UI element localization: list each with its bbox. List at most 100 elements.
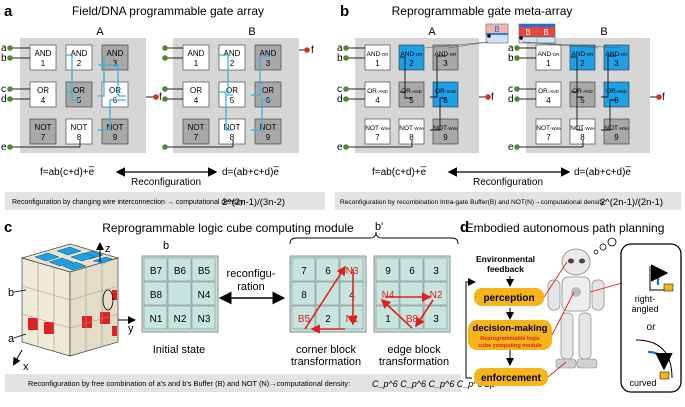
svg-text:B: B	[525, 28, 530, 37]
panel-d: d Embodied autonomous path planning Envi…	[460, 219, 682, 393]
grid-cell	[291, 281, 316, 306]
gate-number: 4	[194, 96, 199, 105]
svg-text:B: B	[494, 25, 499, 34]
grid-cell-label: 9	[385, 266, 391, 277]
gate-number: 9	[266, 133, 271, 142]
decision-box	[468, 320, 552, 350]
gate-gatesA1-6: OR6	[101, 81, 129, 108]
gate-number: 9	[443, 133, 448, 142]
reconfig-label-c-2: ration	[237, 281, 265, 293]
gate-type: AND	[188, 49, 205, 58]
svg-text:e: e	[1, 142, 7, 153]
gate-number: 1	[546, 59, 551, 68]
gate-number: 2	[580, 59, 585, 68]
flow-arrows	[465, 276, 514, 379]
input-dots-b	[343, 45, 662, 150]
gate-number: 8	[580, 133, 585, 142]
panel-c-title: Reprogrammable logic cube computing modu…	[102, 221, 354, 235]
panel-letter-b: b	[340, 3, 349, 20]
formula-a: f=ab(c+d)+e̅	[40, 166, 95, 178]
panel-b: b Reprogrammable gate meta-array A B AND…	[335, 3, 681, 210]
meta-gate-grid-b: AND-OR1AND-OR2AND-OR3OR-AND4OR-AND5OR-AN…	[535, 44, 630, 145]
svg-text:a: a	[508, 43, 514, 54]
gate-type: OR	[190, 86, 202, 95]
gate-type: OR-AND	[401, 88, 422, 95]
grid-cell	[167, 281, 192, 306]
gate-type: OR	[73, 86, 85, 95]
svg-text:d: d	[508, 94, 514, 105]
caption-bar-b	[335, 192, 681, 210]
axis-x: x	[23, 361, 29, 373]
grid-cell-label: B7	[150, 266, 163, 277]
svg-text:c: c	[508, 84, 513, 95]
input-dots-a	[7, 45, 310, 150]
array-a-label: A	[96, 26, 104, 38]
corner-red-arrows	[304, 265, 358, 334]
grid-cell-label: 7	[301, 266, 307, 277]
bprime-brace	[289, 231, 459, 245]
density-c: C_p^6 C_p^6 C_p^6 C_p^6 2p	[372, 379, 495, 389]
gate-number: 2	[77, 59, 82, 68]
edge-caption-2: transformation	[379, 356, 449, 368]
gate-type: OR-AND	[572, 88, 593, 95]
chip-leader-lines	[424, 41, 621, 49]
enforcement-box	[474, 368, 548, 386]
svg-text:d: d	[337, 94, 343, 105]
svg-text:e: e	[337, 142, 343, 153]
grid-cell	[375, 257, 400, 282]
axis-y: y	[128, 323, 134, 335]
wires-meta-b	[571, 55, 616, 131]
or-label: or	[647, 322, 657, 333]
svg-text:b: b	[1, 53, 7, 64]
panel-a-title: Field/DNA programmable gate array	[72, 4, 264, 18]
gate-number: 9	[614, 133, 619, 142]
gate-number: 4	[41, 96, 46, 105]
meta-gate-gatesB2-2: AND-OR2	[569, 44, 596, 71]
grid-cell-label: 6	[325, 266, 331, 277]
gate-type: AND-OR	[435, 51, 458, 58]
svg-text:B: B	[543, 28, 548, 37]
gate-number: 5	[230, 96, 235, 105]
grid-cell-label: B6	[174, 266, 187, 277]
caption-a: Reconfiguration by changing wire interco…	[12, 199, 246, 206]
axis-z: z	[105, 243, 111, 255]
meta-gate-gatesB1-1: AND-OR1	[364, 44, 391, 71]
edge-caption-1: edge block	[387, 344, 441, 356]
wires-array-a	[66, 54, 126, 131]
svg-text:c: c	[1, 84, 6, 95]
panel-a: a Field/DNA programmable gate array A B …	[1, 3, 325, 210]
grid-cell	[291, 257, 316, 282]
curved-path	[635, 339, 673, 380]
gate-type: AND-OR	[572, 51, 595, 58]
grid-cell-label: 3	[433, 266, 439, 277]
formula-b-right: d=(ab+c+d)e̅	[574, 166, 631, 178]
gate-type: OR	[37, 86, 49, 95]
input-letters-b: a b c d e f a b c d e f	[337, 43, 665, 153]
grid-cell-label: B5	[298, 314, 311, 325]
meta-gate-grid-a: AND-OR1AND-OR2AND-OR3OR-AND4OR-AND5OR-AN…	[364, 44, 459, 145]
reconfig-label-c-1: reconfigu-	[227, 268, 276, 280]
initial-state-caption: Initial state	[153, 344, 206, 356]
env-feedback-1: Environmental	[476, 254, 535, 264]
gate-number: 3	[113, 59, 118, 68]
gate-number: 6	[443, 96, 448, 105]
array-b-label-b: B	[600, 26, 607, 38]
input-lines-a	[10, 47, 307, 148]
right-angled-label-1: right-	[635, 294, 656, 304]
gate-type: OR	[226, 86, 238, 95]
gate-type: NOT	[188, 123, 205, 132]
grid-cell	[167, 257, 192, 282]
grid-cell-label: 8	[301, 290, 307, 301]
svg-text:f: f	[159, 92, 162, 103]
gate-number: 2	[409, 59, 414, 68]
input-letters-a: a b c d e f f	[1, 43, 314, 153]
